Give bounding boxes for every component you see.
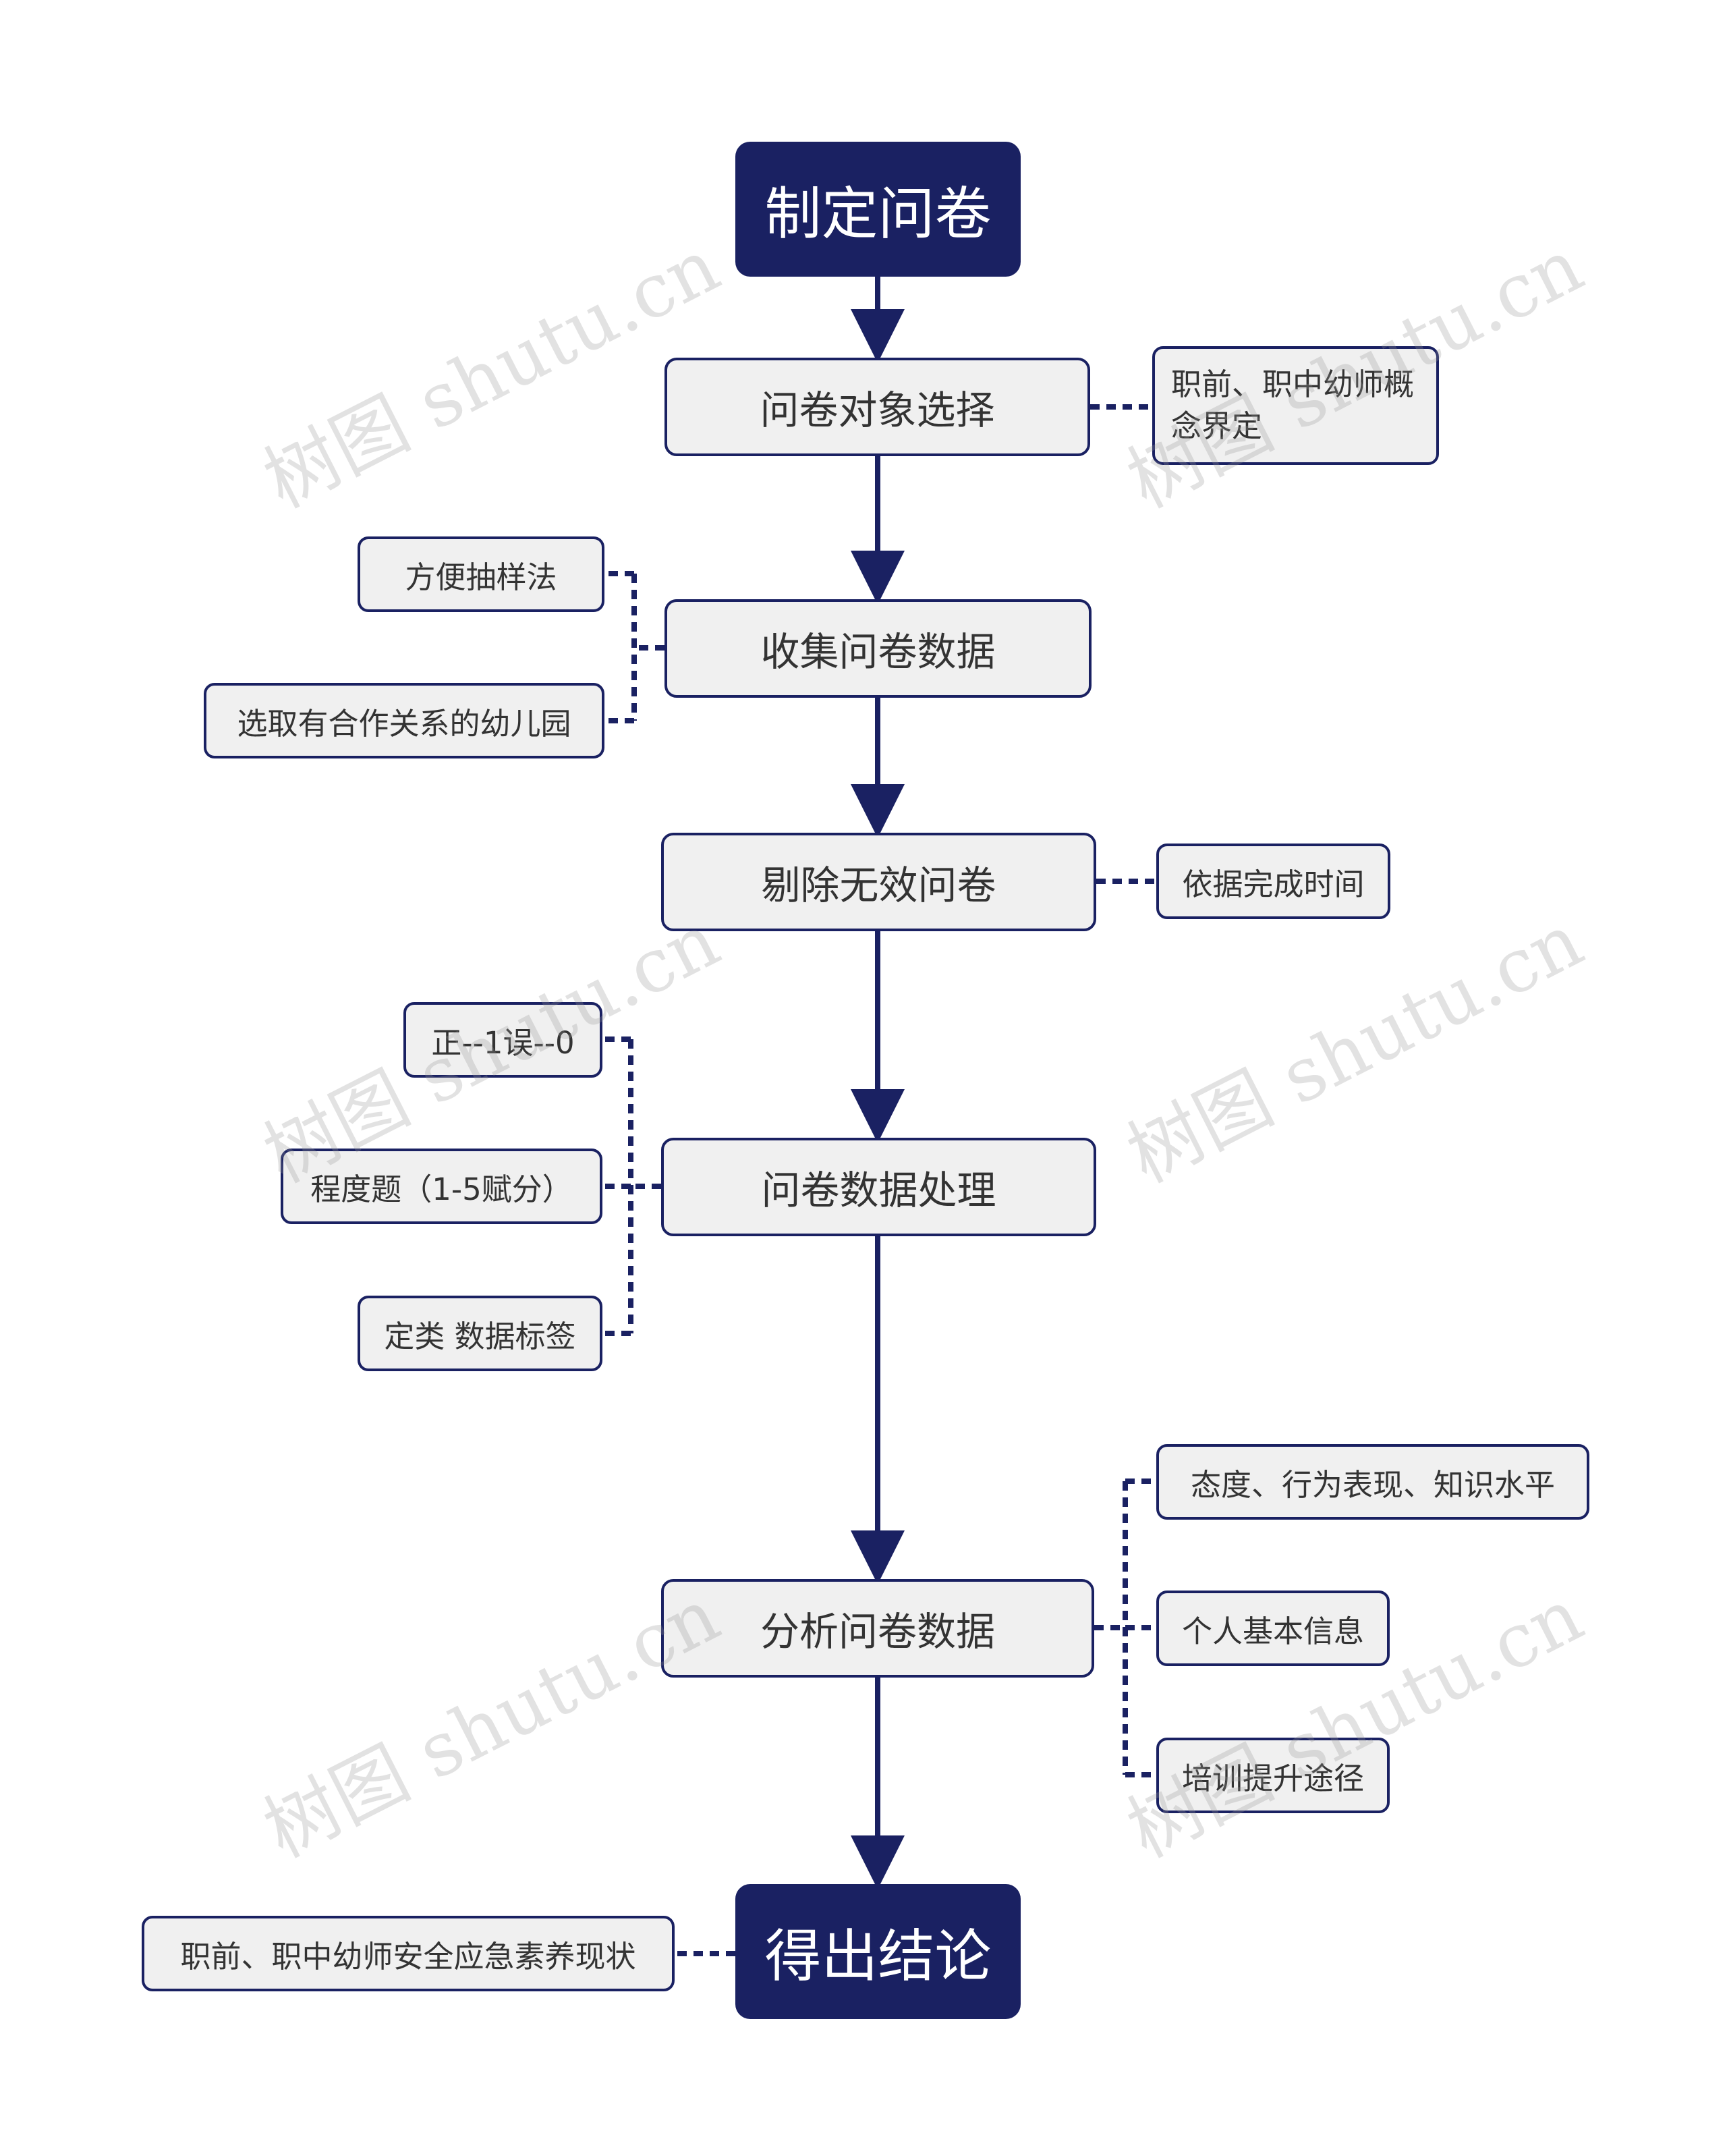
dash-step5-notes [1094, 1478, 1156, 1777]
step-node-1[interactable]: 问卷对象选择 [664, 358, 1090, 456]
step-node-3[interactable]: 剔除无效问卷 [661, 833, 1096, 931]
note-step5-2[interactable]: 个人基本信息 [1156, 1591, 1390, 1666]
note-step5-3[interactable]: 培训提升途径 [1156, 1738, 1390, 1813]
note-connectors [604, 404, 1156, 1956]
note-step5-1[interactable]: 态度、行为表现、知识水平 [1156, 1444, 1589, 1520]
note-step4-2[interactable]: 程度题（1-5赋分） [281, 1149, 602, 1224]
step-node-4[interactable]: 问卷数据处理 [661, 1138, 1096, 1236]
note-step2-1[interactable]: 方便抽样法 [358, 536, 604, 612]
note-step1-1[interactable]: 职前、职中幼师概念界定 [1152, 346, 1439, 465]
conclusion-node[interactable]: 得出结论 [735, 1884, 1021, 2019]
note-step4-1[interactable]: 正--1误--0 [403, 1002, 602, 1078]
note-conclusion[interactable]: 职前、职中幼师安全应急素养现状 [142, 1916, 675, 1991]
dash-step4-notes [604, 1036, 661, 1336]
root-node[interactable]: 制定问卷 [735, 142, 1021, 277]
dash-step2-notes [607, 571, 664, 723]
step-node-2[interactable]: 收集问卷数据 [664, 599, 1092, 698]
note-step2-2[interactable]: 选取有合作关系的幼儿园 [204, 683, 604, 758]
step-node-5[interactable]: 分析问卷数据 [661, 1579, 1094, 1678]
note-step3-1[interactable]: 依据完成时间 [1156, 844, 1390, 919]
note-step4-3[interactable]: 定类 数据标签 [358, 1296, 602, 1371]
